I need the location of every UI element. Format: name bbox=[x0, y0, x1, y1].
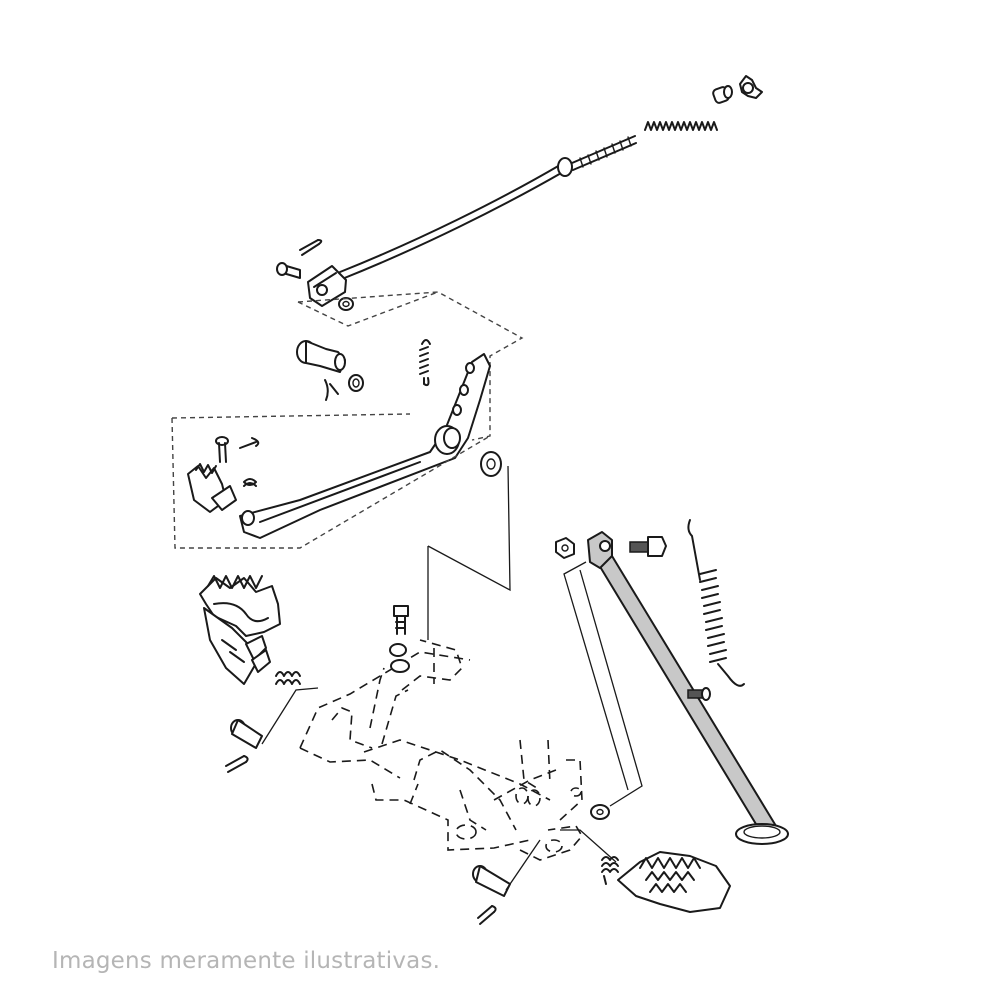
tip-pin bbox=[215, 436, 260, 463]
locator-frame-upper bbox=[297, 291, 524, 441]
left-footpeg bbox=[199, 575, 281, 685]
pivot-washer bbox=[480, 451, 502, 477]
tip-spring bbox=[243, 478, 257, 487]
pedal-mount-bolt bbox=[393, 605, 409, 635]
leader-line bbox=[505, 839, 541, 891]
left-footpeg-pin bbox=[225, 719, 263, 773]
pedal-return-spring bbox=[419, 339, 431, 387]
wing-nut bbox=[739, 75, 763, 99]
right-footpeg-pin bbox=[472, 865, 511, 925]
side-stand-spring bbox=[687, 519, 745, 687]
side-stand-bolt bbox=[629, 536, 667, 557]
right-footpeg bbox=[617, 851, 731, 913]
side-stand-nut bbox=[555, 537, 575, 559]
leader-line bbox=[563, 561, 629, 791]
brake-cable-assembly bbox=[276, 135, 637, 311]
return-spring-top bbox=[644, 121, 718, 131]
leader-line bbox=[427, 465, 511, 592]
adjuster-nut bbox=[712, 85, 733, 104]
brake-pedal bbox=[239, 353, 491, 539]
right-footpeg-spring bbox=[601, 856, 619, 885]
side-stand bbox=[587, 531, 789, 845]
pedal-mount-nut bbox=[389, 643, 410, 673]
left-footpeg-spring bbox=[275, 671, 301, 685]
frame-section bbox=[299, 639, 583, 861]
pivot-shaft bbox=[296, 340, 346, 401]
pedal-folding-tip bbox=[187, 463, 237, 513]
circlip bbox=[348, 374, 364, 392]
spring-anchor-pin bbox=[687, 687, 711, 701]
side-stand-washer bbox=[590, 804, 610, 820]
locator-frame-pedal bbox=[171, 417, 491, 549]
disclaimer-caption: Imagens meramente ilustrativas. bbox=[52, 948, 441, 974]
leader-line bbox=[261, 687, 319, 745]
